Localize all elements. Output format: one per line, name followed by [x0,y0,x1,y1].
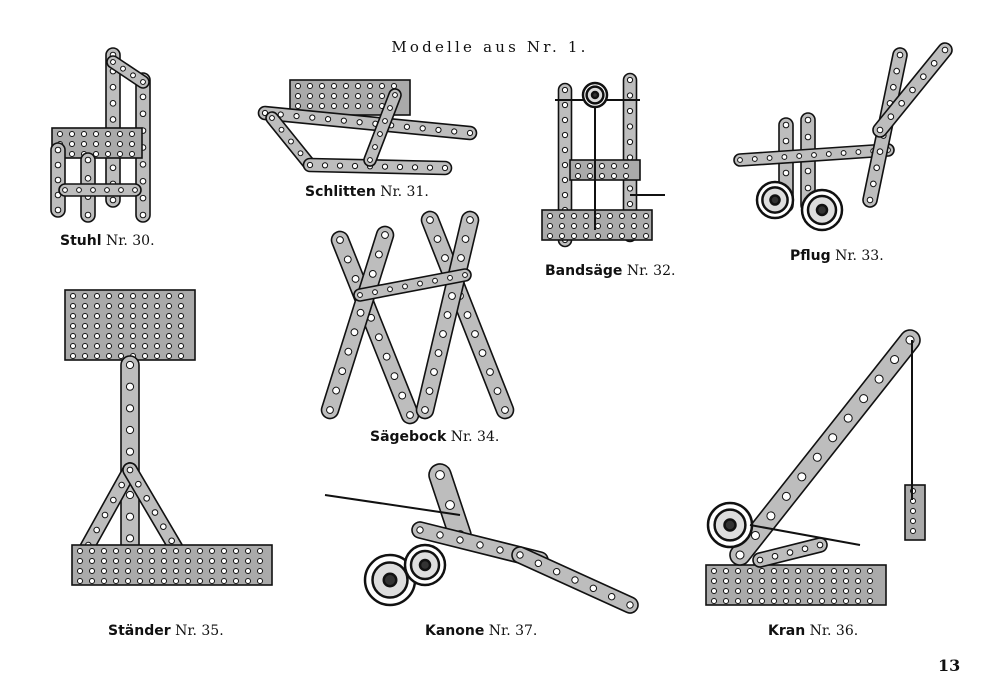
wheel-icon [363,553,417,607]
perforated-strip [106,55,150,89]
caption-stuhl: Stuhl Nr. 30. [60,233,155,249]
flanged-plate [51,127,143,159]
perforated-strip [752,537,828,568]
perforated-strip [50,142,66,218]
caption-pflug: Pflug Nr. 33. [790,248,884,264]
perforated-strip [58,183,142,197]
perforated-strip [363,88,402,167]
wheel-icon [755,180,795,220]
perforated-strip [511,546,639,614]
wheel-icon [581,81,609,109]
caption-kanone: Kanone Nr. 37. [425,623,538,639]
rod [324,494,461,516]
perforated-strip [622,72,638,243]
flanged-plate [569,159,641,181]
wheel-icon [706,501,754,549]
rod [749,524,861,546]
caption-schlitten: Schlitten Nr. 31. [305,184,429,200]
perforated-strip [729,329,921,566]
perforated-strip [330,230,420,425]
wheel-icon [800,188,844,232]
flanged-plate [904,484,926,541]
perforated-strip [320,225,395,420]
caption-kran: Kran Nr. 36. [768,623,859,639]
page-title: Modelle aus Nr. 1. [391,38,589,56]
caption-saegebock: Sägebock Nr. 34. [370,429,500,445]
perforated-strip [353,268,472,302]
flanged-plate [541,209,653,241]
wheel-icon [403,543,447,587]
perforated-strip [302,157,453,176]
perforated-strip [420,210,515,420]
caption-bandsaege: Bandsäge Nr. 32. [545,263,676,279]
caption-staender: Ständer Nr. 35. [108,623,224,639]
flanged-plate [64,289,196,361]
flanged-plate [71,544,273,586]
flanged-plate [705,564,887,606]
perforated-strip [872,42,953,138]
page-number: 13 [938,656,961,675]
